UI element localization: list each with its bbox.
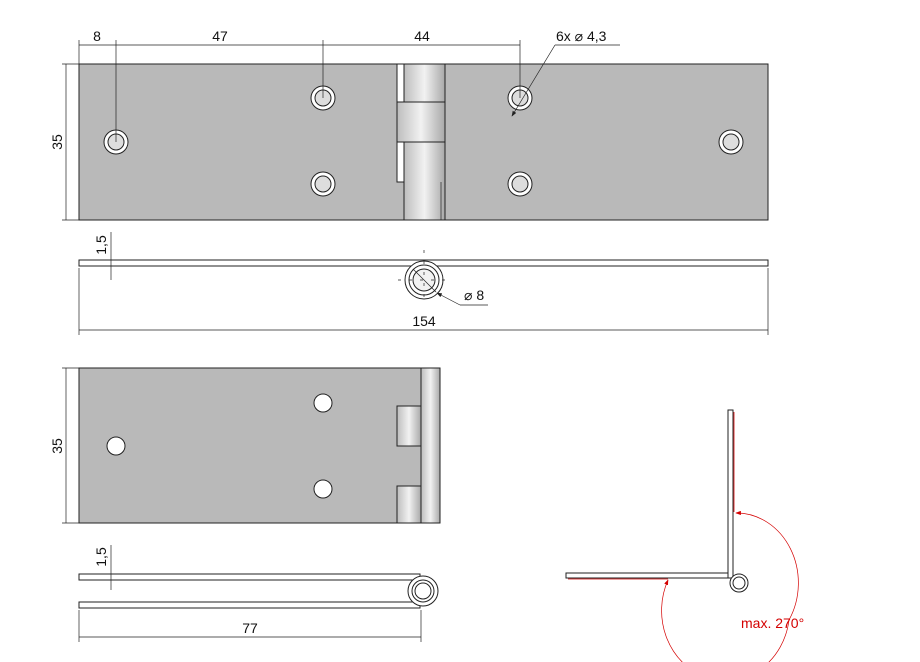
dim-35-top: 35 (49, 134, 65, 150)
dim-44: 44 (414, 28, 430, 44)
half-side-view: 1,5 77 (78, 545, 439, 642)
hole (718, 129, 744, 155)
knuckle-gap (396, 63, 405, 103)
hole-callout: 6x ⌀ 4,3 (556, 28, 607, 44)
dim-thickness: 1,5 (93, 235, 109, 255)
side-view: ⌀ 8 1,5 154 (78, 232, 769, 335)
knuckle-gap (396, 141, 405, 183)
hole (313, 393, 333, 413)
hole (310, 171, 336, 197)
left-leaf (78, 63, 405, 221)
mounting-holes (103, 85, 744, 197)
hole (106, 436, 126, 456)
dim-47: 47 (212, 28, 228, 44)
right-leaf (444, 63, 769, 221)
dim-35-half: 35 (49, 438, 65, 454)
dim-8: 8 (93, 28, 101, 44)
dim-77: 77 (242, 620, 258, 636)
dim-154: 154 (412, 313, 436, 329)
dim-thickness-half: 1,5 (93, 547, 109, 567)
angle-view: max. 270° (565, 409, 804, 662)
hole (507, 171, 533, 197)
top-view: 8 47 44 6x ⌀ 4,3 35 (49, 28, 769, 221)
max-angle-label: max. 270° (741, 615, 804, 631)
half-view: 35 (49, 367, 441, 524)
knuckle-tab (396, 101, 446, 143)
pin-diameter: ⌀ 8 (464, 287, 484, 303)
hole (313, 479, 333, 499)
angle-arc (661, 579, 790, 662)
